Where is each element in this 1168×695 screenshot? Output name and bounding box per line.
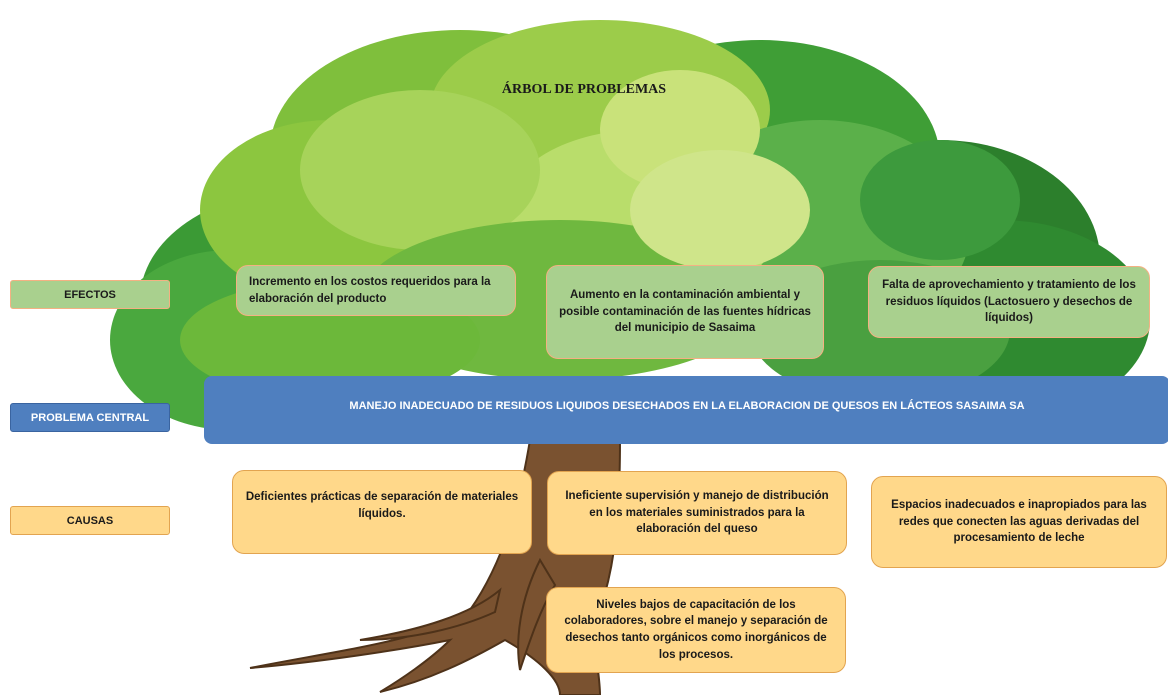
causa-box-espacios: Espacios inadecuados e inapropiados para… <box>871 476 1167 568</box>
efecto-box-contaminacion: Aumento en la contaminación ambiental y … <box>546 265 824 359</box>
diagram-title: ÁRBOL DE PROBLEMAS <box>501 82 667 97</box>
label-efectos: EFECTOS <box>10 280 170 309</box>
causa-box-capacitacion: Niveles bajos de capacitación de los col… <box>546 587 846 673</box>
efecto-box-residuos: Falta de aprovechamiento y tratamiento d… <box>868 266 1150 338</box>
label-causas: CAUSAS <box>10 506 170 535</box>
label-problema-central: PROBLEMA CENTRAL <box>10 403 170 432</box>
causa-box-separacion: Deficientes prácticas de separación de m… <box>232 470 532 554</box>
efecto-box-costos: Incremento en los costos requeridos para… <box>236 265 516 316</box>
problema-central-box: MANEJO INADECUADO DE RESIDUOS LIQUIDOS D… <box>204 376 1168 444</box>
causa-box-supervision: Ineficiente supervisión y manejo de dist… <box>547 471 847 555</box>
